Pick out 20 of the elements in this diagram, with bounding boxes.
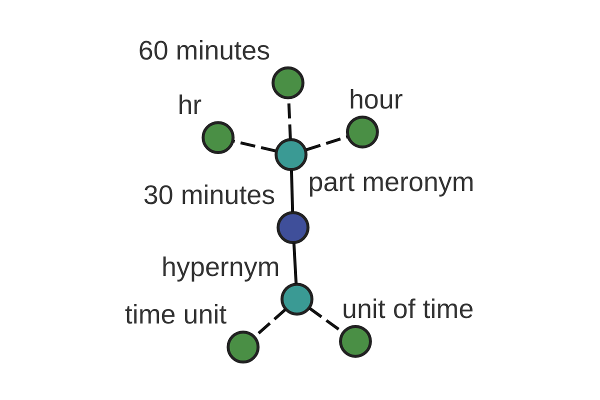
connector: [306, 135, 348, 152]
node-label: 60 minutes: [138, 36, 270, 66]
node-label: unit of time: [342, 294, 474, 324]
node-label: hypernym: [162, 252, 280, 282]
node-label: hr: [178, 90, 202, 120]
node-label: part meronym: [308, 167, 474, 198]
connector: [233, 140, 276, 152]
node-label: 30 minutes: [143, 180, 276, 210]
node-circle: [276, 211, 310, 244]
node-circle: [339, 324, 372, 358]
node-circle: [226, 330, 260, 364]
node-label: time unit: [124, 300, 227, 330]
node-circle: [280, 282, 314, 316]
node-circle: [272, 66, 304, 100]
connector: [292, 242, 298, 284]
node-circle: [274, 138, 308, 172]
connector: [290, 170, 294, 212]
node-circle: [346, 116, 379, 148]
node-label: hour: [348, 84, 403, 115]
node-circle: [202, 121, 235, 154]
